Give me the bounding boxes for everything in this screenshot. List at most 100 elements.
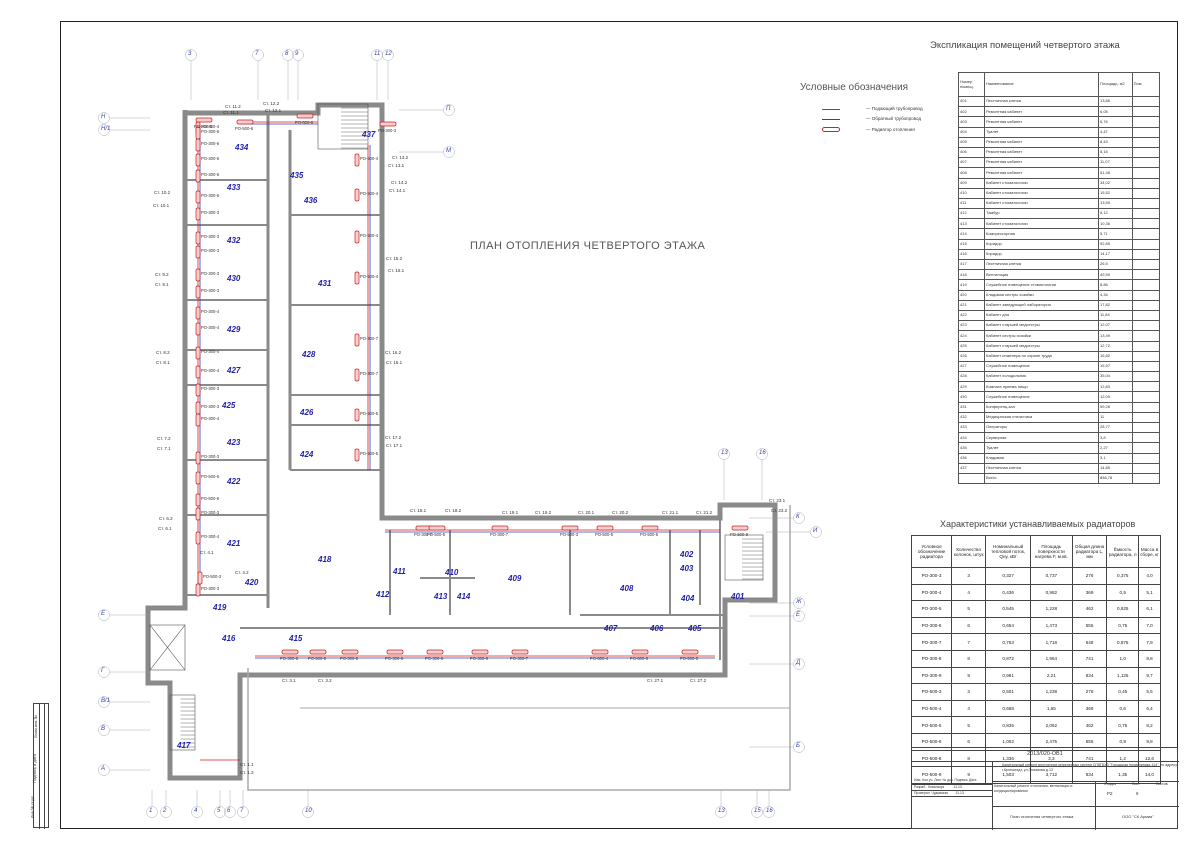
- riser-label: Ст. 6.2: [159, 516, 173, 521]
- radiator-label: РО-500-4: [360, 233, 379, 238]
- expl-cell: 421: [958, 299, 985, 311]
- expl-cell: 12,83: [1098, 381, 1133, 393]
- expl-cell: [1131, 157, 1161, 169]
- expl-cell: 436: [958, 452, 985, 464]
- riser-label: Ст. 6.1: [158, 526, 172, 531]
- radiator-label: РО-500-4: [360, 274, 379, 279]
- axis-bottom-label: 10: [305, 808, 312, 814]
- axis-bottom-label: 4: [194, 808, 198, 814]
- expl-cell: 856,78: [1098, 472, 1133, 485]
- axis-bubble: [810, 526, 822, 538]
- expl-cell: 59,28: [1098, 401, 1133, 413]
- company-name: ООО "СК Армия": [1122, 814, 1154, 819]
- rad-cell: 6,1: [1138, 600, 1161, 618]
- radiator-mark: [491, 525, 509, 531]
- axis-bubble: [98, 112, 110, 124]
- riser-label: Ст. 21.2: [696, 510, 713, 515]
- expl-cell: 8,15: [1098, 146, 1133, 159]
- riser-label: Ст. 19.2: [535, 510, 552, 515]
- room-number: 419: [213, 603, 227, 612]
- radiator-mark: [195, 383, 201, 397]
- rad-cell: 0,75: [1106, 716, 1140, 734]
- room-number: 418: [318, 555, 332, 564]
- rad-cell: 3: [951, 567, 987, 585]
- expl-cell: [1131, 126, 1161, 138]
- axis-left-label: В: [101, 726, 106, 732]
- project-name: Капитальный ремонт внутренних инженерных…: [1002, 763, 1177, 772]
- axis-bubble: [282, 49, 294, 61]
- axis-top-label: 3: [188, 51, 192, 57]
- axis-bubble: [292, 49, 304, 61]
- radiator-label: РО-300-4: [201, 368, 220, 373]
- axis-bubble: [252, 49, 264, 61]
- expl-cell: Ремонтная кабинет: [983, 106, 1100, 118]
- radiator-label: РО-300-4: [201, 325, 220, 330]
- radiator-mark: [195, 126, 201, 140]
- radiator-label: РО-300-6: [280, 656, 299, 661]
- plan-title: ПЛАН ОТОПЛЕНИЯ ЧЕТВЕРТОГО ЭТАЖА: [470, 240, 706, 252]
- expl-cell: Туалет: [983, 442, 1100, 454]
- axis-right-label: Д: [796, 660, 801, 666]
- rad-header: Номинальный тепловой поток, Qну, кВт: [985, 535, 1031, 568]
- rad-cell: 648: [1071, 633, 1108, 651]
- expl-cell: 415: [958, 238, 985, 250]
- radiator-label: РО-300-7: [360, 371, 379, 376]
- expl-cell: 34,02: [1098, 177, 1133, 189]
- axis-bubble: [224, 806, 236, 818]
- radiator-label: РО-500-6: [235, 126, 254, 131]
- rad-cell: 555: [1071, 616, 1108, 635]
- rad-cell: 4: [951, 699, 987, 718]
- expl-cell: 430: [958, 391, 985, 403]
- rad-cell: 5,5: [1138, 683, 1161, 701]
- radiator-icon: [822, 127, 840, 132]
- riser-label: Ст. 8.1: [156, 360, 170, 365]
- radiator-mark: [511, 649, 529, 655]
- radiator-mark: [195, 583, 201, 597]
- riser-label: Ст. 9.1: [155, 282, 169, 287]
- expl-cell: 422: [958, 309, 985, 322]
- radiator-label: РО-500-9: [730, 532, 749, 537]
- expl-cell: [1131, 381, 1161, 393]
- radiator-label: РО-300-6: [470, 656, 489, 661]
- rad-cell: 0,625: [1106, 600, 1140, 618]
- axis-bubble: [715, 806, 727, 818]
- radiator-mark: [195, 190, 201, 204]
- rad-cell: 4: [951, 583, 987, 602]
- radiator-mark: [731, 525, 749, 531]
- expl-cell: 409: [958, 177, 985, 189]
- room-number: 415: [289, 634, 303, 643]
- rad-cell: 834: [1071, 666, 1108, 685]
- expl-cell: Тамбур: [983, 208, 1100, 220]
- radiator-label: РО-300-6: [194, 124, 213, 129]
- expl-cell: [1131, 116, 1161, 128]
- rad-cell: РО-500-4: [910, 699, 953, 718]
- axis-right-label: П: [446, 106, 451, 112]
- radiator-label: РО-300-6: [201, 141, 220, 146]
- axis-bubble: [793, 610, 805, 622]
- radiator-mark: [195, 169, 201, 183]
- expl-cell: 405: [958, 136, 985, 148]
- expl-cell: Всего: [983, 472, 1100, 485]
- riser-label: Ст. 19.1: [502, 510, 519, 515]
- drawing-code: 2013/020-ОВ1: [1027, 751, 1063, 757]
- expl-cell: 12,09: [1098, 391, 1133, 403]
- radiator-label: РО-500-3: [560, 532, 579, 537]
- radiator-mark: [195, 268, 201, 282]
- room-number: 402: [680, 550, 694, 559]
- room-number: 409: [508, 574, 522, 583]
- expl-cell: [1131, 187, 1161, 199]
- expl-cell: 416: [958, 248, 985, 261]
- axis-bottom-label: 16: [766, 808, 773, 814]
- expl-cell: 92,89: [1098, 238, 1133, 250]
- room-number: 432: [227, 236, 241, 245]
- rad-cell: 1,125: [1106, 666, 1140, 685]
- expl-cell: Коридор: [983, 248, 1100, 261]
- rad-cell: 6,4: [1138, 699, 1161, 718]
